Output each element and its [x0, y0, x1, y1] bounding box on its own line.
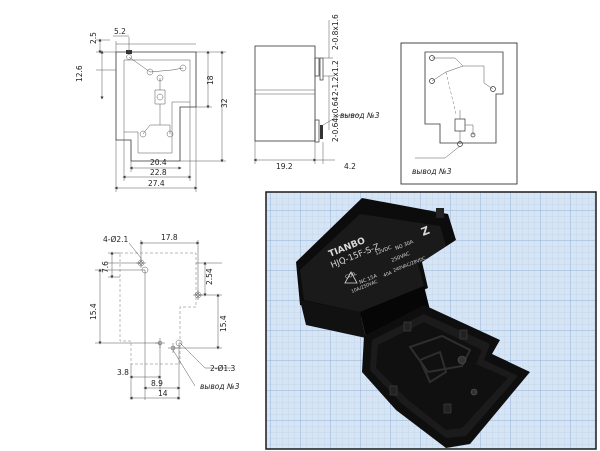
pcb-dim-8-9: 8.9: [151, 379, 163, 388]
pcb-dim-2-54: 2.54: [205, 268, 214, 285]
side-dim-pin-size-3: 2-0.64x0.64: [331, 96, 340, 142]
top-dim-18: 18: [206, 75, 215, 85]
top-dim-32: 32: [220, 98, 229, 108]
top-dim-12-6: 12.6: [75, 65, 84, 82]
relay-rating-6: 40A: [383, 270, 394, 279]
relay-2-body: [362, 305, 530, 448]
pcb-dim-3-8: 3.8: [117, 368, 129, 377]
pcb-layout-drawing: [95, 240, 232, 400]
top-dim-22-8: 22.8: [150, 168, 167, 177]
side-view-drawing: [253, 20, 360, 164]
top-dim-27-4: 27.4: [148, 179, 165, 188]
relay-coil: COIL: [345, 271, 358, 281]
pcb-dim-14: 14: [158, 389, 168, 398]
pcb-dim-2xd1-3: 2-Ø1.3: [210, 364, 236, 373]
schematic-box: [400, 42, 518, 185]
pcb-pin3-label: вывод №3: [200, 382, 240, 391]
side-dim-4-2: 4.2: [344, 162, 356, 171]
pcb-dim-15-4-left: 15.4: [89, 303, 98, 320]
side-dim-pin-size-2: 2-1.2x1.2: [331, 60, 340, 96]
warning-icon: [344, 271, 358, 284]
top-dim-5-2: 5.2: [114, 27, 126, 36]
top-view-drawing: [96, 35, 226, 192]
side-pin3-label: вывод №3: [340, 111, 380, 120]
top-dim-2-5: 2.5: [89, 32, 98, 44]
pcb-dim-4xd2-1: 4-Ø2.1: [103, 235, 129, 244]
relay-photo: TIANBO HJQ-15F-S-Z COIL 12VDC NO 30A NC …: [265, 191, 597, 450]
pcb-dim-15-4-right: 15.4: [219, 315, 228, 332]
side-dim-pin-size-1: 2-0.8x1.6: [331, 14, 340, 50]
pcb-dim-7-6: 7.6: [101, 261, 110, 273]
pcb-dim-17-8: 17.8: [161, 233, 178, 242]
schematic-pin3-label: вывод №3: [412, 167, 452, 176]
side-dim-19-2: 19.2: [276, 162, 293, 171]
relay-1-body: [296, 198, 456, 338]
top-dim-20-4: 20.4: [150, 158, 167, 167]
